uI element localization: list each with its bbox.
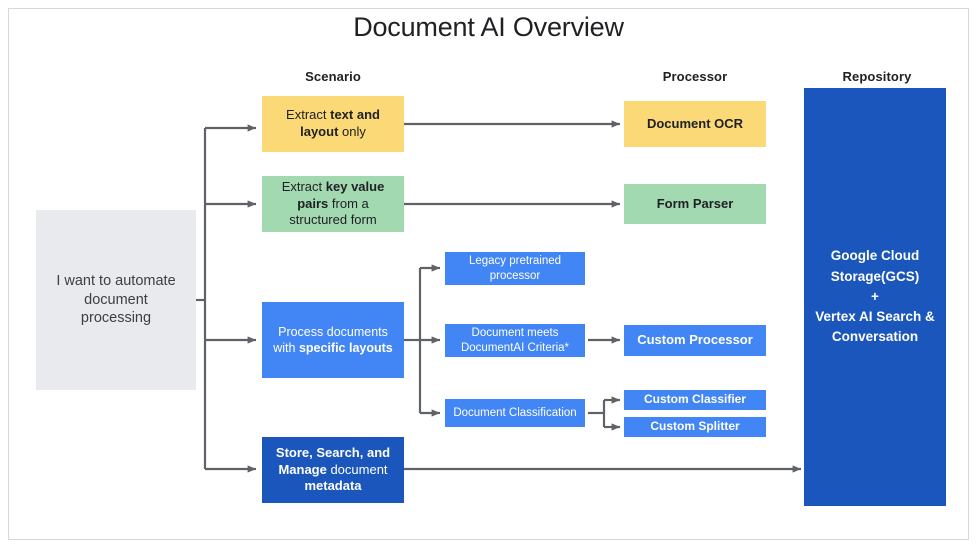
node-intent[interactable]: I want to automate document processing bbox=[36, 210, 196, 390]
node-scenario-specific-layouts-label: Process documents with specific layouts bbox=[273, 325, 393, 355]
node-scenario-extract-text-layout[interactable]: Extract text and layout only bbox=[262, 96, 404, 152]
node-scenario-extract-key-value[interactable]: Extract key value pairs from a structure… bbox=[262, 176, 404, 232]
node-scenario-store-search-manage[interactable]: Store, Search, and Manage document metad… bbox=[262, 437, 404, 503]
node-document-meets-criteria-label: Document meets DocumentAI Criteria* bbox=[460, 326, 569, 354]
node-scenario-specific-layouts[interactable]: Process documents with specific layouts bbox=[262, 302, 404, 378]
node-scenario-store-search-manage-label: Store, Search, and Manage document metad… bbox=[275, 445, 391, 494]
node-repository[interactable]: Google Cloud Storage(GCS) + Vertex AI Se… bbox=[804, 88, 946, 506]
node-scenario-extract-text-layout-label: Extract text and layout only bbox=[286, 107, 380, 139]
node-custom-processor[interactable]: Custom Processor bbox=[624, 325, 766, 356]
column-header-repository: Repository bbox=[842, 69, 912, 84]
node-document-meets-criteria[interactable]: Document meets DocumentAI Criteria* bbox=[445, 324, 585, 357]
diagram-frame-border bbox=[8, 8, 969, 540]
node-legacy-pretrained-processor[interactable]: Legacy pretrained processor bbox=[445, 252, 585, 285]
node-custom-processor-label: Custom Processor bbox=[637, 332, 753, 348]
node-legacy-pretrained-processor-label: Legacy pretrained processor bbox=[468, 254, 562, 282]
node-document-ocr-label: Document OCR bbox=[646, 115, 744, 131]
node-custom-splitter-label: Custom Splitter bbox=[650, 419, 740, 434]
node-form-parser[interactable]: Form Parser bbox=[624, 184, 766, 224]
node-form-parser-label: Form Parser bbox=[656, 195, 734, 211]
node-scenario-extract-key-value-label: Extract key value pairs from a structure… bbox=[281, 179, 385, 228]
node-document-ocr[interactable]: Document OCR bbox=[624, 101, 766, 147]
column-header-scenario: Scenario bbox=[305, 69, 361, 84]
node-custom-classifier-label: Custom Classifier bbox=[643, 392, 747, 407]
node-document-classification[interactable]: Document Classification bbox=[445, 399, 585, 427]
column-header-processor: Processor bbox=[662, 69, 728, 84]
node-repository-label: Google Cloud Storage(GCS) + Vertex AI Se… bbox=[815, 248, 935, 345]
node-custom-splitter[interactable]: Custom Splitter bbox=[624, 417, 766, 437]
node-document-classification-label: Document Classification bbox=[453, 406, 577, 419]
node-custom-classifier[interactable]: Custom Classifier bbox=[624, 390, 766, 410]
node-intent-label: I want to automate document processing bbox=[56, 273, 176, 327]
page-title: Document AI Overview bbox=[353, 12, 624, 42]
